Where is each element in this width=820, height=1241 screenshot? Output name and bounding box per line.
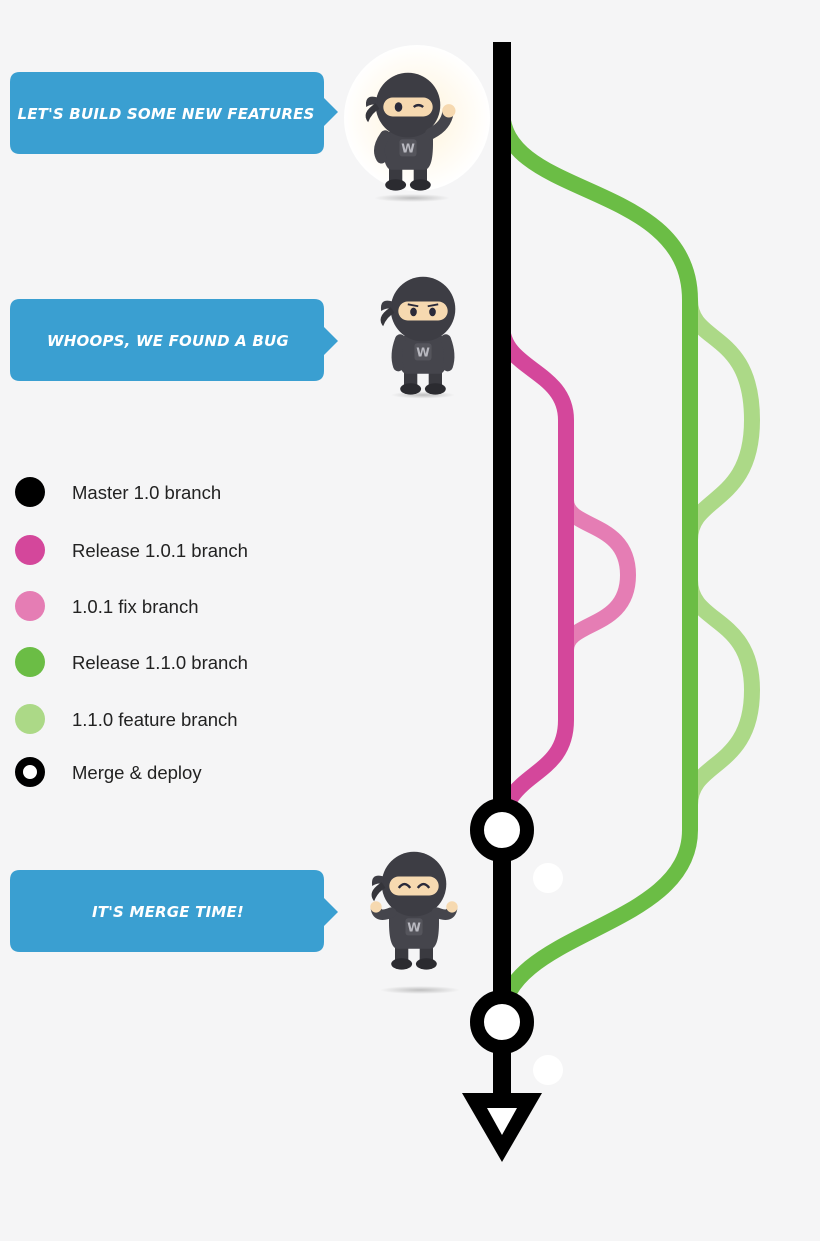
merge-deploy-node-1 [470,798,534,862]
legend-label-master: Master 1.0 branch [72,482,221,503]
deploy-glow-2 [533,1055,563,1085]
legend-item-release-110: Release 1.1.0 branch [15,647,248,677]
legend-label-feature-110: 1.1.0 feature branch [72,709,238,730]
legend-dot-feature-110 [15,704,45,734]
legend-dot-release-110 [15,647,45,677]
callout-build-features: LET'S BUILD SOME NEW FEATURES [10,72,338,154]
feature-110-branch-upper [682,292,761,548]
legend-dot-fix-101 [15,591,45,621]
ninja-waving-icon [344,45,490,202]
callout-found-bug: WHOOPS, WE FOUND A BUG [10,299,338,381]
legend: Master 1.0 branch Release 1.0.1 branch 1… [15,477,248,787]
feature-110-branch-lower [682,572,761,813]
ninja-happy-icon [370,851,460,994]
fix-101-branch [558,492,637,658]
legend-label-release-101: Release 1.0.1 branch [72,540,248,561]
callout-build-features-text: LET'S BUILD SOME NEW FEATURES [17,105,314,123]
ninja-sad-icon [380,276,456,399]
legend-item-merge-deploy: Merge & deploy [15,757,202,787]
release-101-branch [494,317,574,838]
legend-label-merge-deploy: Merge & deploy [72,762,202,783]
release-110-branch [494,102,698,1028]
legend-item-feature-110: 1.1.0 feature branch [15,704,238,734]
legend-dot-release-101 [15,535,45,565]
callout-merge-time: IT'S MERGE TIME! [10,870,338,952]
legend-label-fix-101: 1.0.1 fix branch [72,596,199,617]
legend-ring-merge-deploy [15,757,45,787]
callout-found-bug-text: WHOOPS, WE FOUND A BUG [47,332,289,350]
callout-merge-time-text: IT'S MERGE TIME! [92,903,244,921]
legend-dot-master [15,477,45,507]
legend-item-master: Master 1.0 branch [15,477,221,507]
legend-item-release-101: Release 1.0.1 branch [15,535,248,565]
legend-item-fix-101: 1.0.1 fix branch [15,591,199,621]
merge-deploy-node-2 [470,990,534,1054]
legend-label-release-110: Release 1.1.0 branch [72,652,248,673]
deploy-glow-1 [533,863,563,893]
